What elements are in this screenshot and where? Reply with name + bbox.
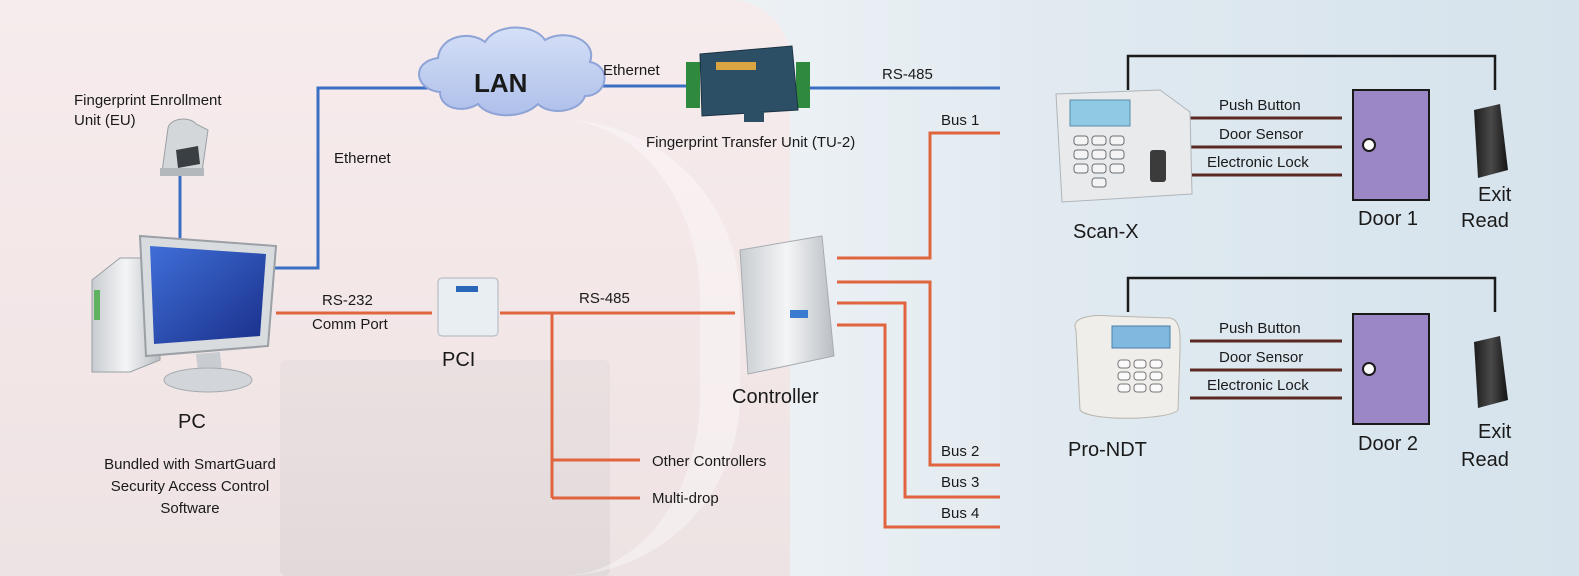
door1-wire-push-button: Push Button — [1219, 97, 1301, 114]
watermark-screen — [280, 360, 610, 576]
exit-reader2-label-2: Read — [1461, 449, 1509, 471]
door-signal-wires — [1190, 116, 1342, 400]
scan-x-label: Scan-X — [1073, 221, 1139, 243]
door2-wire-door-sensor: Door Sensor — [1219, 349, 1304, 366]
link-label-multi-drop: Multi-drop — [652, 490, 719, 507]
link-label-bus3: Bus 3 — [941, 474, 980, 491]
pci-label: PCI — [442, 349, 476, 371]
pc-caption-3: Software — [160, 500, 220, 517]
link-bus2 — [837, 280, 1000, 467]
link-label-comm-port: Comm Port — [312, 316, 388, 333]
pro-ndt-terminal-icon — [1074, 315, 1181, 419]
pc-caption-2: Security Access Control — [110, 478, 270, 495]
exit-reader2-label-1: Exit — [1478, 421, 1512, 443]
pci-icon — [437, 277, 499, 337]
controller-label: Controller — [732, 386, 819, 408]
exit-reader2-icon — [1474, 336, 1508, 408]
link-bus1 — [837, 131, 1000, 260]
door1-label: Door 1 — [1358, 208, 1419, 230]
enrollment-unit-label-2: Unit (EU) — [74, 112, 136, 129]
scan-x-terminal-icon — [1055, 89, 1193, 203]
link-bus3 — [837, 301, 1000, 499]
exit-reader1-icon — [1474, 104, 1508, 178]
lan-cloud-icon — [418, 26, 606, 117]
link-label-bus2: Bus 2 — [941, 443, 980, 460]
pc-icon — [91, 234, 278, 393]
door2-wire-electronic-lock: Electronic Lock — [1207, 377, 1309, 394]
door1-icon — [1352, 89, 1430, 201]
reader1-bridge — [1126, 54, 1497, 90]
enrollment-unit-icon — [160, 118, 209, 176]
door2-icon — [1352, 313, 1430, 425]
exit-reader1-label-2: Read — [1461, 210, 1509, 232]
door2-label: Door 2 — [1358, 433, 1419, 455]
enrollment-unit-label-1: Fingerprint Enrollment — [74, 92, 222, 109]
link-bus4 — [837, 323, 1000, 529]
link-label-rs232: RS-232 — [322, 292, 373, 309]
link-label-other-controllers: Other Controllers — [652, 453, 767, 470]
pc-caption-1: Bundled with SmartGuard — [104, 456, 276, 473]
link-label-ethernet-pc: Ethernet — [334, 150, 391, 167]
door1-wire-electronic-lock: Electronic Lock — [1207, 154, 1309, 171]
pro-ndt-label: Pro-NDT — [1068, 439, 1147, 461]
transfer-unit-label: Fingerprint Transfer Unit (TU-2) — [646, 134, 856, 151]
link-label-bus4: Bus 4 — [941, 505, 980, 522]
ethernet-links — [178, 84, 1000, 270]
exit-reader1-label-1: Exit — [1478, 184, 1512, 206]
link-pc-lan — [275, 86, 430, 270]
transfer-unit-icon — [686, 45, 810, 122]
reader2-bridge — [1126, 276, 1497, 312]
pc-label: PC — [178, 411, 206, 433]
door2-wire-push-button: Push Button — [1219, 320, 1301, 337]
door-wiring — [1126, 54, 1497, 312]
link-label-ethernet-lan: Ethernet — [603, 62, 660, 79]
serial-links — [276, 131, 1000, 529]
link-label-bus1: Bus 1 — [941, 112, 980, 129]
link-label-rs485-pci: RS-485 — [579, 290, 630, 307]
controller-icon — [739, 235, 835, 375]
door1-wire-door-sensor: Door Sensor — [1219, 126, 1304, 143]
link-label-rs485-tu: RS-485 — [882, 66, 933, 83]
lan-label: LAN — [474, 68, 528, 98]
